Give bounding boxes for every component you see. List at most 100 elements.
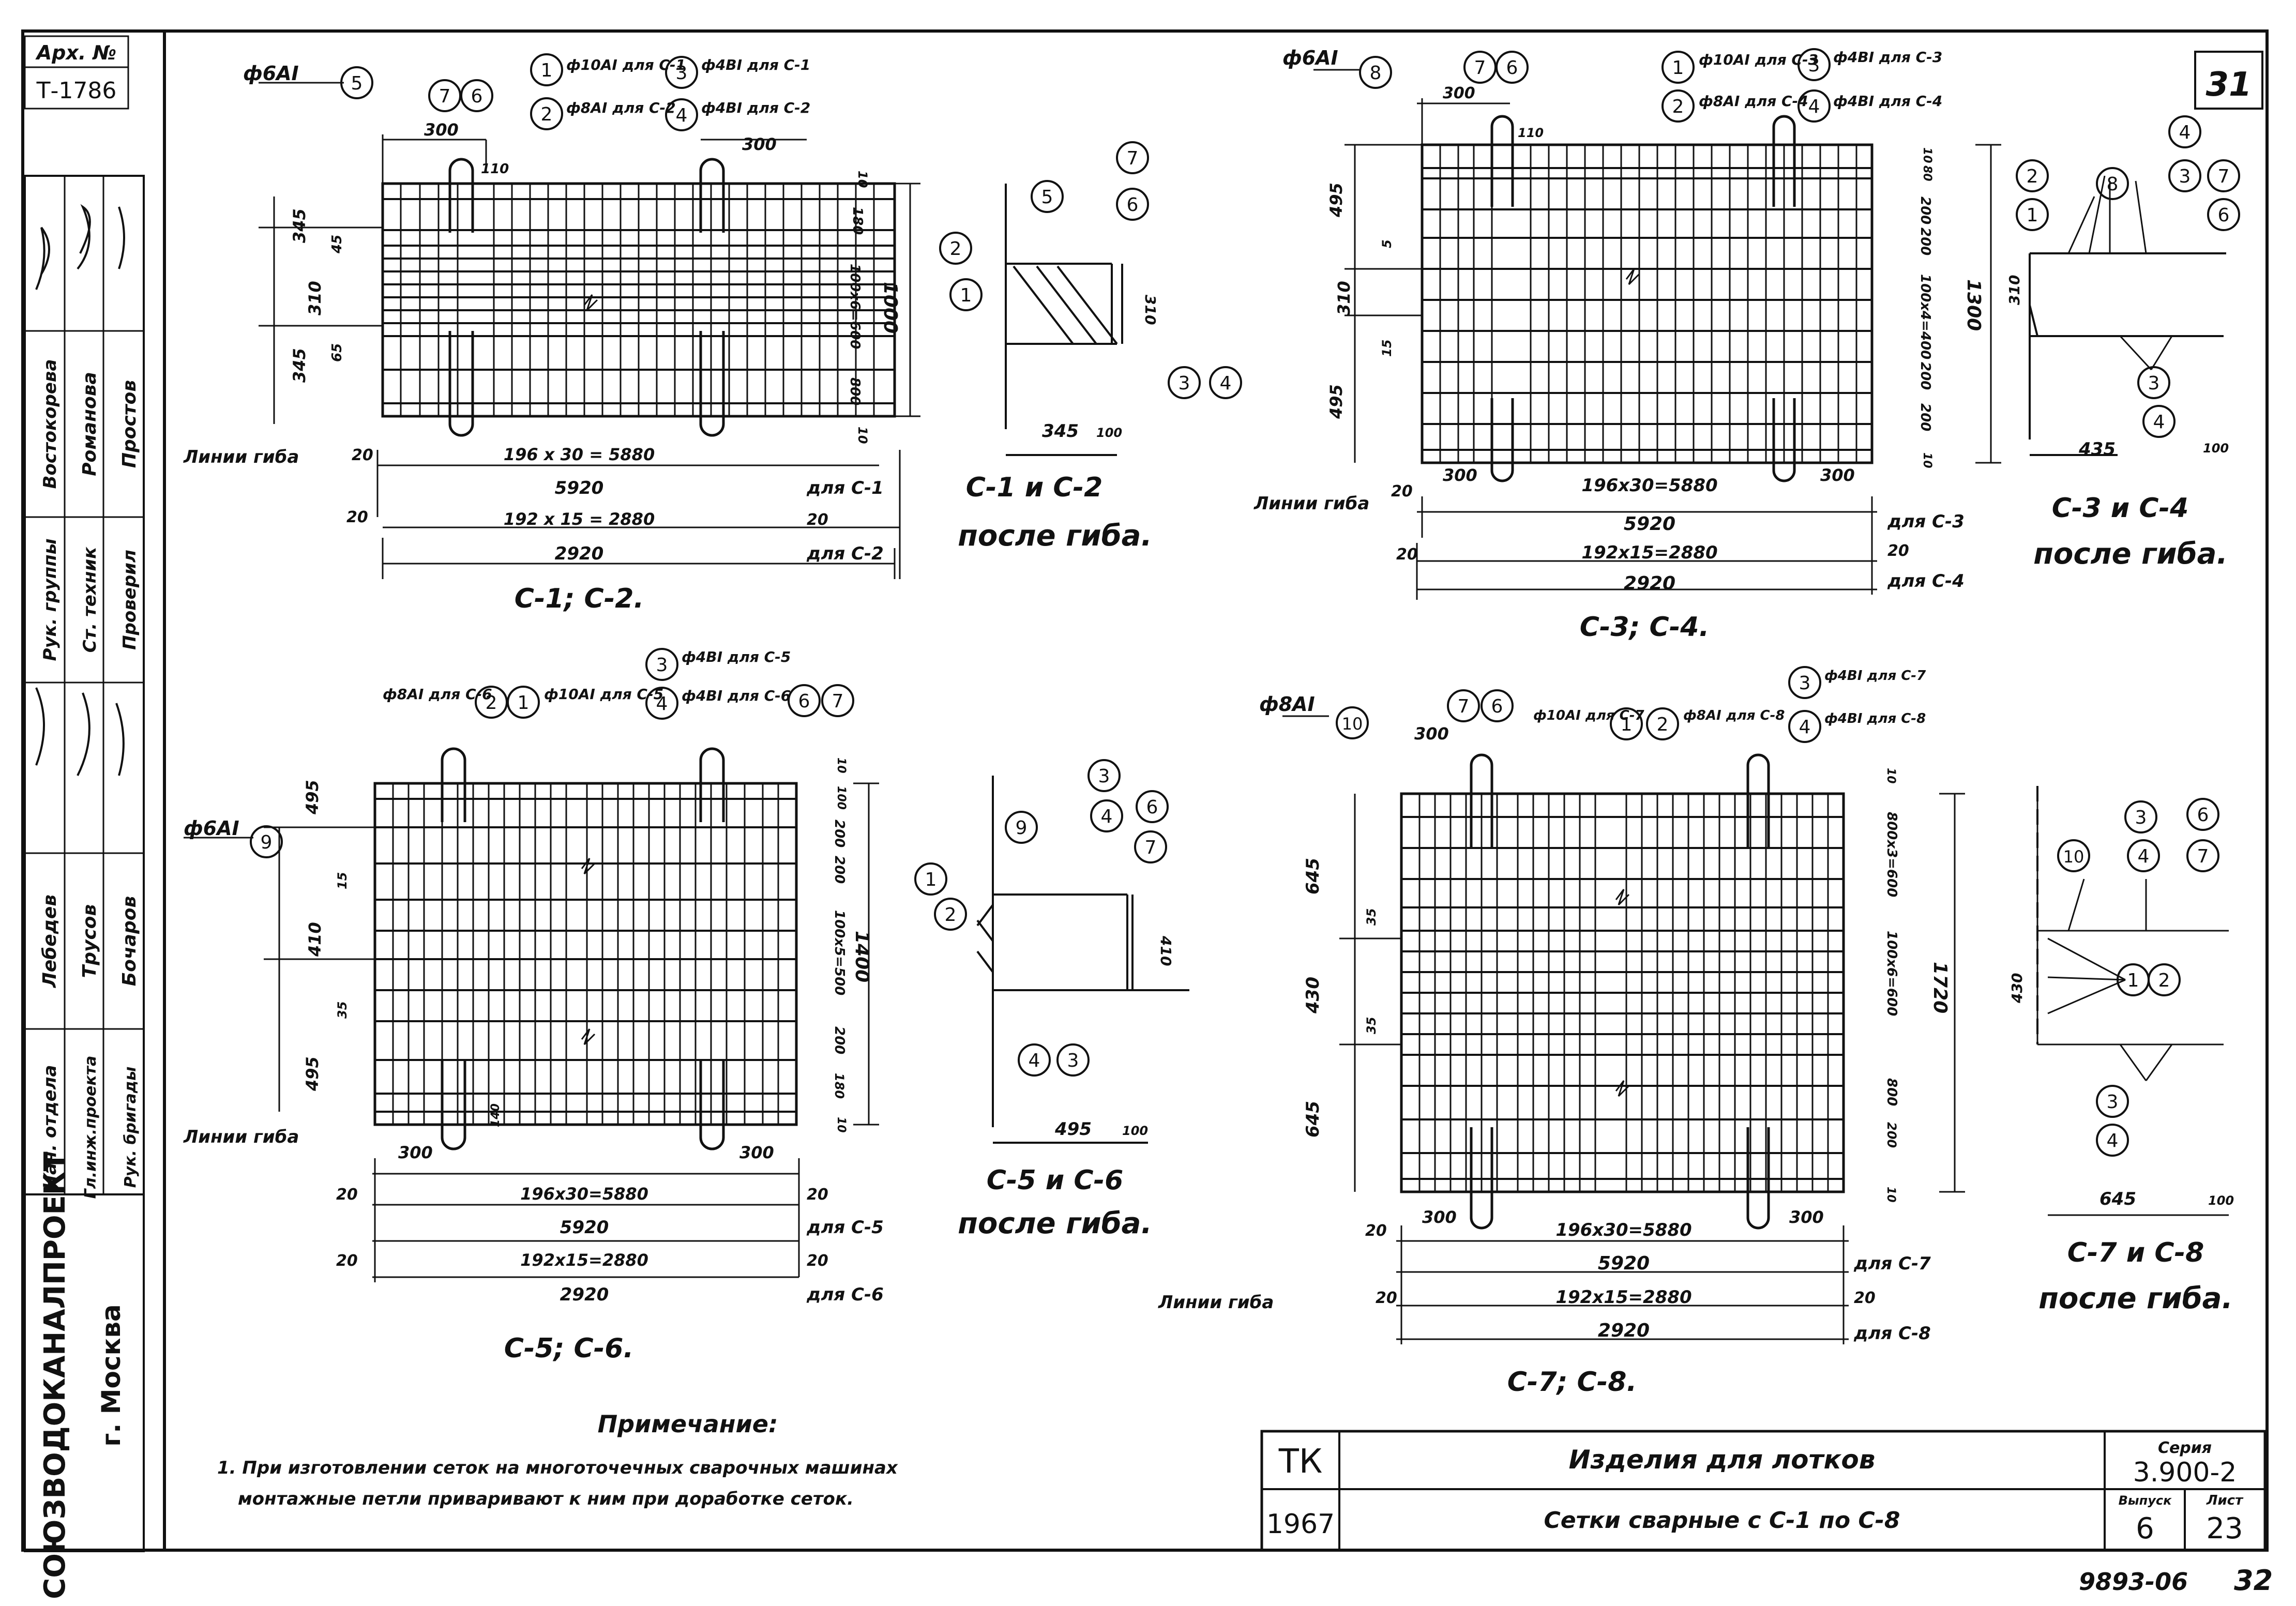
- sec3-tag-4b: 4: [1029, 1050, 1040, 1071]
- name-4: Востокорева: [40, 359, 61, 489]
- dim-left-310: 310: [1334, 281, 1354, 315]
- dim-top-300b: 300: [742, 134, 777, 154]
- sec2-tag-4a: 4: [2179, 122, 2191, 143]
- dim-left-5: 5: [1380, 239, 1394, 248]
- sec1-dim-345: 345: [1042, 421, 1079, 442]
- sec4-dim-100: 100: [2208, 1193, 2234, 1208]
- spec-4: ф4ВI для С-4: [1833, 93, 1942, 110]
- sec4-tag-7: 7: [2197, 846, 2209, 867]
- role-5: Ст. техник: [80, 547, 100, 653]
- dim-row4-right: для С-6: [806, 1284, 884, 1305]
- tag-7: 7: [439, 86, 451, 107]
- tag-7: 7: [832, 691, 844, 712]
- dim-row1-left: 20: [336, 1186, 358, 1204]
- sheet-number-box: 31: [2194, 51, 2263, 110]
- sec3-dim-495: 495: [1054, 1119, 1092, 1140]
- dim-row1-left: 20: [1365, 1222, 1387, 1240]
- dim-left-35: 35: [335, 1002, 350, 1019]
- view-title: С-1; С-2.: [515, 583, 644, 614]
- outer-frame: [21, 29, 2269, 1552]
- dim-left-45: 45: [329, 235, 345, 254]
- sec1-dim-100: 100: [1096, 426, 1122, 440]
- series-value: 3.900-2: [2133, 1457, 2237, 1488]
- dim-right-600: 100x6=600: [1884, 931, 1899, 1016]
- name-2: Трусов: [79, 904, 100, 978]
- tag-6: 6: [1506, 57, 1518, 79]
- dim-row3-mid: 192x15=2880: [1555, 1287, 1691, 1308]
- dimension-lines: [259, 134, 920, 579]
- sec3-tag-3b: 3: [1067, 1050, 1079, 1071]
- sec2-dim-100: 100: [2203, 441, 2229, 456]
- spec-2: ф8АI для С-6: [383, 686, 492, 703]
- issue-label: Выпуск: [2119, 1493, 2172, 1508]
- dim-bot-300b: 300: [1789, 1207, 1824, 1227]
- tag-3: 3: [1808, 55, 1820, 76]
- tag-4: 4: [676, 105, 688, 126]
- dim-right-100: 100: [835, 786, 848, 810]
- spec-3: ф4ВI для С-5: [682, 648, 791, 665]
- sec3-tag-1: 1: [925, 869, 937, 890]
- note-line-1: 1. При изготовлении сеток на многоточечн…: [217, 1458, 898, 1478]
- view-title: С-5; С-6.: [504, 1333, 634, 1364]
- dim-row2-right: для С-5: [806, 1217, 884, 1238]
- dim-right-200b: 200: [832, 856, 847, 884]
- dim-right-10a: 10: [1921, 147, 1934, 163]
- spec-1: ф10АI для С-7: [1533, 708, 1644, 723]
- mesh-view-c5-c6: ф6АI 9 2 1 3 4 6 7 ф10АI для С-5 ф8АI дл…: [183, 648, 884, 1364]
- org-name: СОЮЗВОДОКАНАЛПРОЕКТ: [38, 1152, 72, 1599]
- dim-right-80: 80: [1921, 165, 1934, 181]
- tag-8: 8: [1370, 63, 1382, 84]
- tag-3: 3: [1799, 673, 1811, 694]
- tag-3: 3: [656, 655, 668, 676]
- dim-left-645b: 645: [1303, 1101, 1323, 1138]
- dim-right-800: 800: [1884, 1078, 1899, 1106]
- sec2-tag-1: 1: [2027, 205, 2038, 226]
- sec1-tag-7: 7: [1127, 148, 1139, 169]
- sec2-title: С-3 и С-4: [2052, 493, 2189, 524]
- dim-row2-right: для С-7: [1853, 1253, 1931, 1274]
- tb-title: Изделия для лотков: [1569, 1445, 1876, 1475]
- sec2-tag-4b: 4: [2153, 412, 2165, 433]
- sec4-tag-3b: 3: [2107, 1092, 2119, 1113]
- dim-right-180: 180: [850, 207, 865, 235]
- tag-2: 2: [1657, 714, 1669, 735]
- dim-right-800x3: 800x3=600: [1884, 812, 1899, 897]
- mesh-view-c3-c4: ф6АI 8 7 6 1 2 3 4 ф10АI для С-3 ф8АI дл…: [1253, 47, 2001, 643]
- title-block: ТК 1967 Изделия для лотков Сетки сварные…: [1260, 1430, 2267, 1552]
- sheet-number: 31: [2206, 66, 2252, 104]
- tag-4: 4: [656, 693, 668, 715]
- dim-row2-mid: 5920: [1624, 513, 1675, 535]
- sheet-label: Лист: [2206, 1493, 2244, 1508]
- sec3-tag-6: 6: [1146, 797, 1158, 818]
- mesh-grid: [1421, 115, 1874, 482]
- dim-row1-mid: 196x30=5880: [1555, 1220, 1691, 1240]
- dim-right-1720: 1720: [1929, 962, 1951, 1013]
- bar-main-label: ф6АI: [243, 62, 299, 85]
- dim-right-200b: 200: [1917, 228, 1933, 255]
- sec3-tag-2: 2: [945, 904, 957, 926]
- spec-2: ф8АI для С-8: [1683, 708, 1785, 723]
- dim-right-200a: 200: [832, 820, 847, 847]
- dim-left-495a: 495: [303, 780, 322, 815]
- dimension-lines: [1339, 793, 1965, 1344]
- dim-top-300: 300: [1414, 724, 1449, 744]
- dim-row3-mid: 192x15=2880: [520, 1250, 648, 1270]
- org-city: г. Москва: [96, 1304, 126, 1447]
- mesh-view-c1-c2: ф6АI 5 7 6 1 2 3 4 ф10АI для С-1 ф8АI дл…: [183, 53, 920, 614]
- bend-line-label: Линии гиба: [183, 447, 299, 467]
- sec3-tag-3a: 3: [1098, 766, 1110, 787]
- sec4-dim-430: 430: [2008, 973, 2026, 1004]
- dim-bot-300a: 300: [1422, 1207, 1457, 1227]
- dim-right-10a: 10: [835, 757, 848, 774]
- dim-left-410: 410: [305, 922, 325, 957]
- dim-right-10b: 10: [835, 1117, 848, 1133]
- dim-row2-right: для С-3: [1887, 511, 1965, 532]
- role-2: Гл.инж.проекта: [82, 1056, 100, 1199]
- dim-right-10a: 10: [1884, 768, 1897, 784]
- dim-left-495b: 495: [303, 1056, 322, 1092]
- org-block: СОЮЗВОДОКАНАЛПРОЕКТ г. Москва: [24, 1152, 145, 1599]
- dim-left-345a: 345: [290, 208, 309, 243]
- tb-subtitle: Сетки сварные с С-1 по С-8: [1544, 1507, 1900, 1534]
- dim-left-495a: 495: [1326, 183, 1346, 218]
- sec1-tag-3: 3: [1179, 373, 1190, 394]
